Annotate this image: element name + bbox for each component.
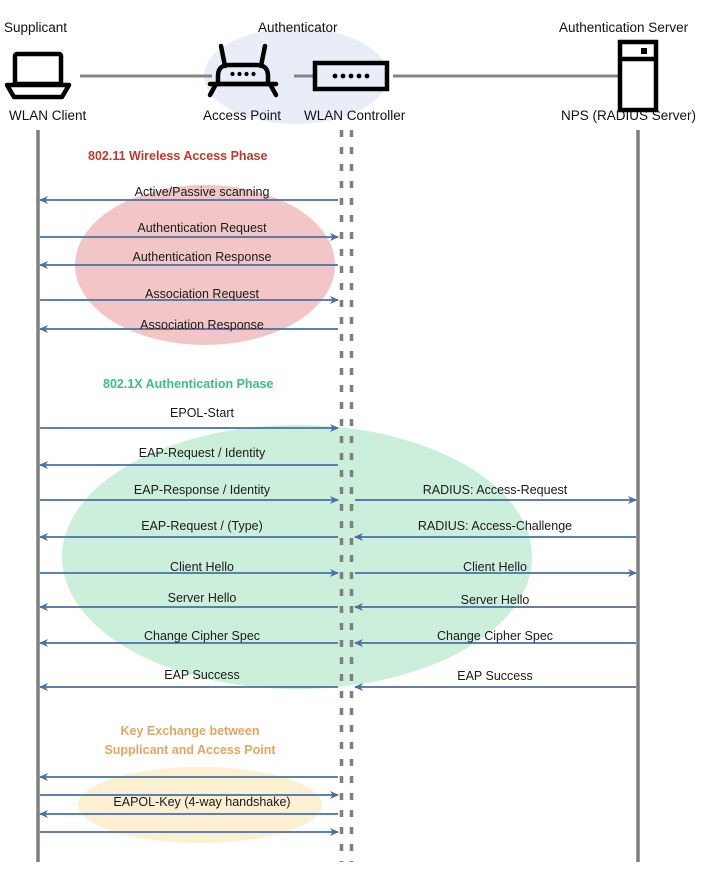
phase-ellipse-8021x xyxy=(62,425,532,689)
message-label: Authentication Request xyxy=(137,221,267,235)
access-point-icon xyxy=(207,43,279,98)
actor-device-wlan-controller: WLAN Controller xyxy=(304,108,406,123)
message-label: Client Hello xyxy=(463,560,527,574)
message-label: EAP-Request / Identity xyxy=(138,446,266,460)
actor-role-authenticator: Authenticator xyxy=(258,20,338,35)
message-label: Authentication Response xyxy=(132,250,272,264)
message-label: Association Request xyxy=(145,287,259,301)
message-label: Server Hello xyxy=(460,593,530,607)
message-label: Association Response xyxy=(140,318,264,332)
laptop-icon xyxy=(4,51,72,100)
phase-label-8021x: 802.1X Authentication Phase xyxy=(103,377,274,391)
phase-label-key-exchange-line2: Supplicant and Access Point xyxy=(104,743,276,757)
message-label: EPOL-Start xyxy=(170,406,234,420)
actor-device-wlan-client: WLAN Client xyxy=(9,108,87,123)
actor-device-nps-radius-server: NPS (RADIUS Server) xyxy=(561,108,697,123)
message-label: RADIUS: Access-Challenge xyxy=(417,519,573,533)
message-label: EAP-Response / Identity xyxy=(133,483,271,497)
message-label: EAPOL-Key (4-way handshake) xyxy=(113,795,291,809)
phase-label-key-exchange-line1: Key Exchange between xyxy=(120,724,260,738)
message-label: EAP Success xyxy=(164,668,240,682)
message-label: EAP-Request / (Type) xyxy=(141,519,263,533)
actor-role-auth-server: Authentication Server xyxy=(559,20,689,35)
message-label: Client Hello xyxy=(170,560,234,574)
message-arrow-group xyxy=(39,196,637,836)
message-label: Change Cipher Spec xyxy=(436,629,554,643)
message-label: Active/Passive scanning xyxy=(134,185,270,199)
wlan-controller-icon xyxy=(312,60,390,92)
server-icon xyxy=(617,39,659,113)
message-label: Server Hello xyxy=(167,591,237,605)
message-label: Change Cipher Spec xyxy=(143,629,261,643)
message-label: RADIUS: Access-Request xyxy=(422,483,568,497)
actor-role-supplicant: Supplicant xyxy=(4,20,68,35)
phase-label-key-exchange: Key Exchange between Supplicant and Acce… xyxy=(100,722,280,760)
message-label: EAP Success xyxy=(457,669,533,683)
actor-device-access-point: Access Point xyxy=(203,108,282,123)
phase-label-80211: 802.11 Wireless Access Phase xyxy=(88,149,268,163)
phase-ellipse-key-exchange xyxy=(78,767,322,843)
